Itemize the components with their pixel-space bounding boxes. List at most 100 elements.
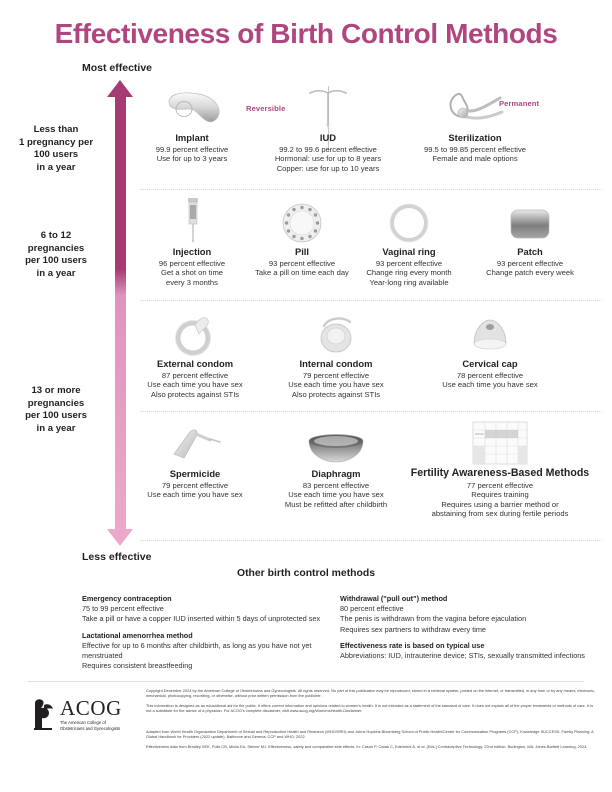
- arrow-up-head-icon: [107, 80, 133, 97]
- footer-source-1: Adapted from World Health Organization D…: [146, 729, 594, 740]
- method-card-fertility-awareness: Fertility Awareness-Based Methods 77 per…: [398, 420, 602, 519]
- footer-sources-block: Adapted from World Health Organization D…: [146, 729, 598, 753]
- other-methods-heading: Other birth control methods: [237, 568, 375, 579]
- method-card-sterilization: Sterilization 99.5 to 99.85 percent effe…: [405, 84, 545, 164]
- method-card-internal-condom: Internal condom 79 percent effective Use…: [272, 310, 400, 399]
- method-detail: 79 percent effective: [302, 370, 370, 380]
- other-method-line: 75 to 99 percent effective: [82, 604, 164, 614]
- sterilization-icon: [405, 84, 545, 130]
- footer-source-2: Effectiveness data from Bradley SEK, Pol…: [146, 743, 588, 749]
- method-detail: 99.9 percent effective: [155, 144, 229, 154]
- method-card-patch: Patch 93 percent effective Change patch …: [468, 198, 592, 278]
- diaphragm-icon: [266, 420, 406, 466]
- external-condom-icon: [130, 310, 260, 356]
- method-detail: 77 percent effective: [466, 480, 534, 490]
- effectiveness-arrow: [107, 80, 133, 546]
- method-detail: Take a pill on time each day: [255, 268, 349, 278]
- other-method-title: Effectiveness rate is based on typical u…: [340, 640, 485, 650]
- method-detail: Also protects against STIs: [291, 389, 381, 399]
- method-detail: 78 percent effective: [456, 370, 524, 380]
- spermicide-tube-icon: [130, 420, 260, 466]
- category-tag-reversible: Reversible: [246, 104, 286, 113]
- method-detail: 79 percent effective: [161, 480, 229, 490]
- acog-name: ACOG: [60, 696, 122, 721]
- other-method-line: Requires consistent breastfeeding: [82, 661, 193, 671]
- other-method-line: Take a pill or have a copper IUD inserte…: [82, 614, 321, 624]
- other-methods-left-column: Emergency contraception 75 to 99 percent…: [82, 594, 326, 671]
- method-detail: 99.2 to 99.6 percent effective: [279, 144, 377, 154]
- method-name: Sterilization: [448, 132, 502, 143]
- method-detail: Female and male options: [432, 154, 518, 164]
- other-method-title: Lactational amenorrhea method: [82, 630, 193, 640]
- pill-pack-icon: [244, 198, 360, 244]
- method-card-iud: IUD 99.2 to 99.6 percent effective Hormo…: [258, 84, 398, 173]
- other-method-line: Abbreviations: IUD, intrauterine device;…: [340, 651, 585, 661]
- method-name: Spermicide: [169, 468, 221, 479]
- calendar-chart-icon: [398, 420, 602, 466]
- method-detail: Use each time you have sex: [147, 380, 243, 390]
- method-name: Injection: [172, 246, 212, 257]
- method-detail: Use each time you have sex: [288, 490, 384, 500]
- method-name: Pill: [294, 246, 310, 257]
- row-separator: [140, 189, 602, 190]
- method-detail: Get a shot on time: [160, 268, 224, 278]
- method-detail: Change ring every month: [366, 268, 452, 278]
- row-separator: [140, 540, 602, 541]
- method-detail: Use each time you have sex: [147, 490, 243, 500]
- footer-disclaimer: This information is designed as an educa…: [146, 702, 594, 714]
- internal-condom-icon: [272, 310, 400, 356]
- other-method-line: Requires sex partners to withdraw every …: [340, 624, 486, 634]
- method-detail: 96 percent effective: [158, 258, 226, 268]
- method-name: Cervical cap: [462, 358, 518, 369]
- iud-icon: [258, 84, 398, 130]
- method-detail: Copper: use for up to 10 years: [276, 163, 380, 173]
- method-detail: 83 percent effective: [302, 480, 370, 490]
- method-detail: 93 percent effective: [375, 258, 443, 268]
- method-card-implant: Implant 99.9 percent effective Use for u…: [137, 84, 247, 164]
- method-detail: Change patch every week: [486, 268, 574, 278]
- category-tag-permanent: Permanent: [499, 99, 540, 108]
- method-detail: Use each time you have sex: [288, 380, 384, 390]
- method-card-external-condom: External condom 87 percent effective Use…: [130, 310, 260, 399]
- method-detail: 99.5 to 99.85 percent effective: [423, 144, 527, 154]
- patch-icon: [468, 198, 592, 244]
- syringe-icon: [137, 198, 247, 244]
- method-detail: Must be refitted after childbirth: [284, 499, 388, 509]
- other-method-line: menstruated: [82, 651, 123, 661]
- scale-bottom-label: Less effective: [82, 551, 152, 563]
- cervical-cap-icon: [420, 310, 560, 356]
- method-name: IUD: [319, 132, 337, 143]
- acog-seal-icon: [32, 697, 56, 731]
- method-detail: Use each time you have sex: [442, 380, 538, 390]
- method-name: Internal condom: [299, 358, 373, 369]
- other-method-line: The penis is withdrawn from the vagina b…: [340, 614, 527, 624]
- method-name: Implant: [175, 132, 209, 143]
- arrow-down-head-icon: [107, 529, 133, 546]
- method-detail: every 3 months: [166, 277, 218, 287]
- method-card-cervical-cap: Cervical cap 78 percent effective Use ea…: [420, 310, 560, 390]
- method-detail: Requires training: [471, 490, 529, 500]
- method-detail: 87 percent effective: [161, 370, 229, 380]
- other-method-line: Effective for up to 6 months after child…: [82, 640, 312, 650]
- method-card-pill: Pill 93 percent effective Take a pill on…: [244, 198, 360, 278]
- method-name: Vaginal ring: [382, 246, 436, 257]
- footer-copyright: Copyright December 2024 by the American …: [146, 688, 596, 699]
- other-method-line: 80 percent effective: [340, 604, 404, 614]
- method-detail: Year-long ring available: [369, 277, 449, 287]
- method-detail: Also protects against STIs: [150, 389, 240, 399]
- method-name: Diaphragm: [311, 468, 361, 479]
- method-detail: Use for up to 3 years: [156, 154, 228, 164]
- method-name: External condom: [156, 358, 234, 369]
- method-card-injection: Injection 96 percent effective Get a sho…: [137, 198, 247, 287]
- scale-top-label: Most effective: [82, 62, 153, 74]
- method-card-vaginal-ring: Vaginal ring 93 percent effective Change…: [345, 198, 473, 287]
- arrow-shaft: [115, 94, 126, 532]
- implant-icon: [137, 84, 247, 130]
- method-detail: 93 percent effective: [268, 258, 336, 268]
